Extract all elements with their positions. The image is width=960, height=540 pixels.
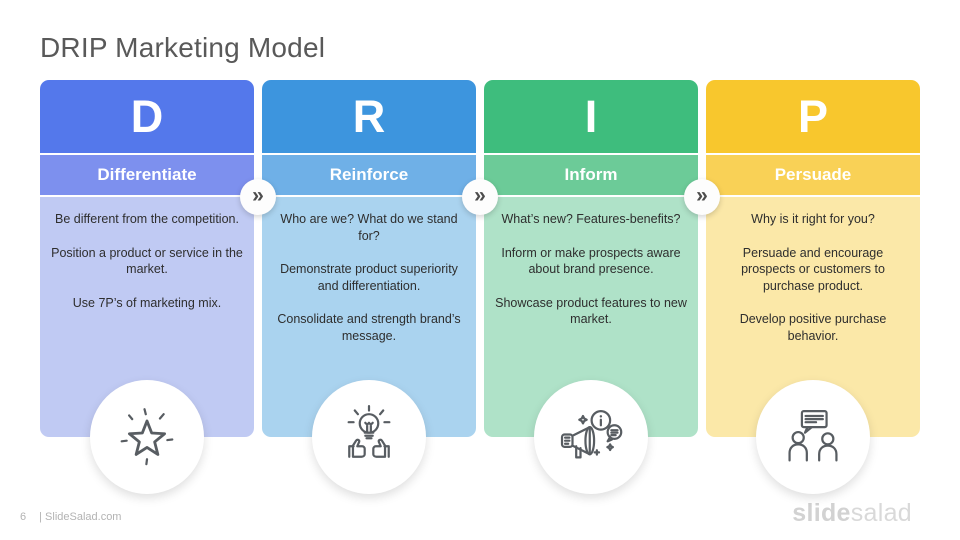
page-title: DRIP Marketing Model (40, 32, 326, 63)
column-letter: D (130, 91, 164, 142)
column-subtitle: Reinforce (262, 155, 476, 195)
column-differentiate: D Differentiate Be different from the co… (40, 80, 254, 500)
column-paragraph: Inform or make prospects aware about bra… (501, 245, 681, 277)
column-paragraph: Position a product or service in the mar… (51, 245, 243, 277)
column-subtitle-label: Differentiate (97, 165, 197, 184)
column-subtitle-label: Reinforce (329, 165, 409, 184)
column-subtitle: Differentiate (40, 155, 254, 195)
column-paragraph: Who are we? What do we stand for? (280, 212, 458, 243)
logo-light: salad (850, 499, 912, 527)
column-letter: P (797, 91, 828, 142)
column-paragraph: Be different from the competition. (55, 212, 239, 226)
column-persuade: P Persuade Why is it right for you? Pers… (706, 80, 920, 500)
column-subtitle: Persuade (706, 155, 920, 195)
idea-thumbs-up-icon (347, 405, 391, 458)
column-header: D (40, 80, 254, 153)
column-paragraph: What’s new? Features-benefits? (501, 212, 681, 226)
sparkle-star-icon (120, 408, 174, 466)
column-body: Who are we? What do we stand for? Demons… (262, 197, 476, 437)
chevron-right-icon: » (240, 179, 276, 215)
icon-circle (90, 380, 204, 494)
columns-container: D Differentiate Be different from the co… (40, 80, 920, 500)
column-paragraph: Showcase product features to new market. (495, 295, 687, 327)
footer-source: | SlideSalad.com (39, 511, 122, 523)
column-paragraph: Demonstrate product superiority and diff… (280, 262, 458, 293)
footer: 6 | SlideSalad.com (20, 511, 121, 523)
icon-circle (756, 380, 870, 494)
slidesalad-logo: slidesalad (792, 499, 912, 528)
column-subtitle-label: Inform (564, 165, 618, 184)
column-body: Why is it right for you? Persuade and en… (706, 197, 920, 437)
column-paragraph: Consolidate and strength brand’s message… (277, 312, 461, 343)
icon-circle (312, 380, 426, 494)
column-paragraph: Persuade and encourage prospects or cust… (741, 245, 885, 293)
column-subtitle: Inform (484, 155, 698, 195)
conversation-people-icon (788, 409, 838, 462)
chevron-right-icon: » (462, 179, 498, 215)
column-header: R (262, 80, 476, 153)
column-reinforce: R Reinforce Who are we? What do we stand… (262, 80, 476, 500)
logo-bold: slide (792, 499, 851, 527)
column-paragraph: Why is it right for you? (751, 212, 875, 226)
chevron-right-icon: » (684, 179, 720, 215)
column-header: P (706, 80, 920, 153)
column-inform: I Inform What’s new? Features-benefits? … (484, 80, 698, 500)
column-paragraph: Use 7P’s of marketing mix. (72, 295, 222, 310)
column-letter: I (584, 91, 598, 142)
page-number: 6 (20, 511, 27, 523)
column-header: I (484, 80, 698, 153)
column-paragraph: Develop positive purchase behavior. (739, 312, 887, 343)
column-body: What’s new? Features-benefits? Inform or… (484, 197, 698, 437)
megaphone-announcement-icon (560, 409, 623, 459)
icon-circle (534, 380, 648, 494)
column-letter: R (352, 91, 386, 142)
column-subtitle-label: Persuade (774, 165, 852, 184)
